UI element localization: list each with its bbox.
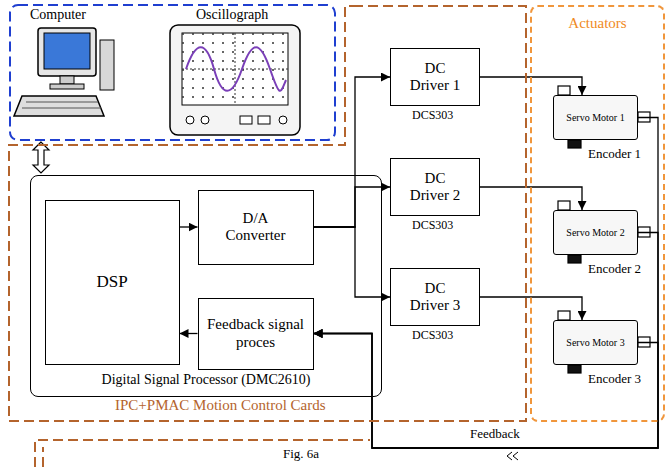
signal-arrow xyxy=(314,77,391,227)
signal-arrow xyxy=(180,333,198,334)
region-title: IPC+PMAC Motion Control Cards xyxy=(115,397,326,414)
encoder-label: Encoder 2 xyxy=(588,262,641,277)
oscillograph-icon xyxy=(170,25,300,135)
driver-box: DC Driver 1 xyxy=(390,48,480,106)
node-text: Servo Motor 2 xyxy=(566,227,624,239)
signal-arrow xyxy=(314,233,659,449)
region-title: Digital Signal Processor (DMC2610) xyxy=(31,372,381,388)
feedback-marks xyxy=(507,452,518,460)
computer-icon xyxy=(14,28,114,116)
ipc-outline xyxy=(35,440,370,467)
node-text: DC Driver 1 xyxy=(405,60,465,95)
encoder-label: Encoder 3 xyxy=(588,372,641,387)
node-text: DC Driver 3 xyxy=(405,280,465,315)
part-number: DCS303 xyxy=(412,329,453,343)
servo-motor: Servo Motor 1 xyxy=(553,95,638,140)
signal-arrow xyxy=(180,226,198,227)
signal-label: Feedback xyxy=(470,427,520,442)
servo-motor: Servo Motor 3 xyxy=(553,320,638,365)
driver-box: DC Driver 2 xyxy=(390,158,480,216)
node-text: DC Driver 2 xyxy=(405,170,465,205)
ipc-region: IPC+PMAC Motion Control CardsDigital Sig… xyxy=(8,5,527,422)
part-number: DCS303 xyxy=(412,109,453,123)
part-number: DCS303 xyxy=(412,219,453,233)
driver-box: DC Driver 3 xyxy=(390,268,480,326)
device-label: Computer xyxy=(30,7,86,23)
region-outline-path xyxy=(9,6,526,421)
node-text: Feedback signal proces xyxy=(204,316,308,351)
process-box: DSP xyxy=(45,200,180,365)
signal-arrow xyxy=(314,227,391,297)
process-box: D/A Converter xyxy=(198,190,314,265)
dsp-board: Digital Signal Processor (DMC2610) DSP D/A… xyxy=(30,175,382,397)
node-text: D/A Converter xyxy=(213,210,298,245)
actuator-region: ActuatorsServo Motor 1 Servo Motor 2 Servo… xyxy=(530,5,665,422)
node-text: Servo Motor 3 xyxy=(566,337,624,349)
region-title: Actuators xyxy=(532,15,663,32)
device-label: Oscillograph xyxy=(196,7,268,23)
process-box: Feedback signal proces xyxy=(198,298,314,370)
node-text: DSP xyxy=(96,272,127,292)
signal-arrow xyxy=(314,187,391,227)
host-region xyxy=(10,5,335,140)
bus-double-arrow xyxy=(33,142,49,173)
node-text: Servo Motor 1 xyxy=(566,112,624,124)
figure-caption: Fig. 6a xyxy=(283,447,319,462)
signal-arrow xyxy=(314,118,659,449)
servo-motor: Servo Motor 2 xyxy=(553,210,638,255)
encoder-label: Encoder 1 xyxy=(588,147,641,162)
